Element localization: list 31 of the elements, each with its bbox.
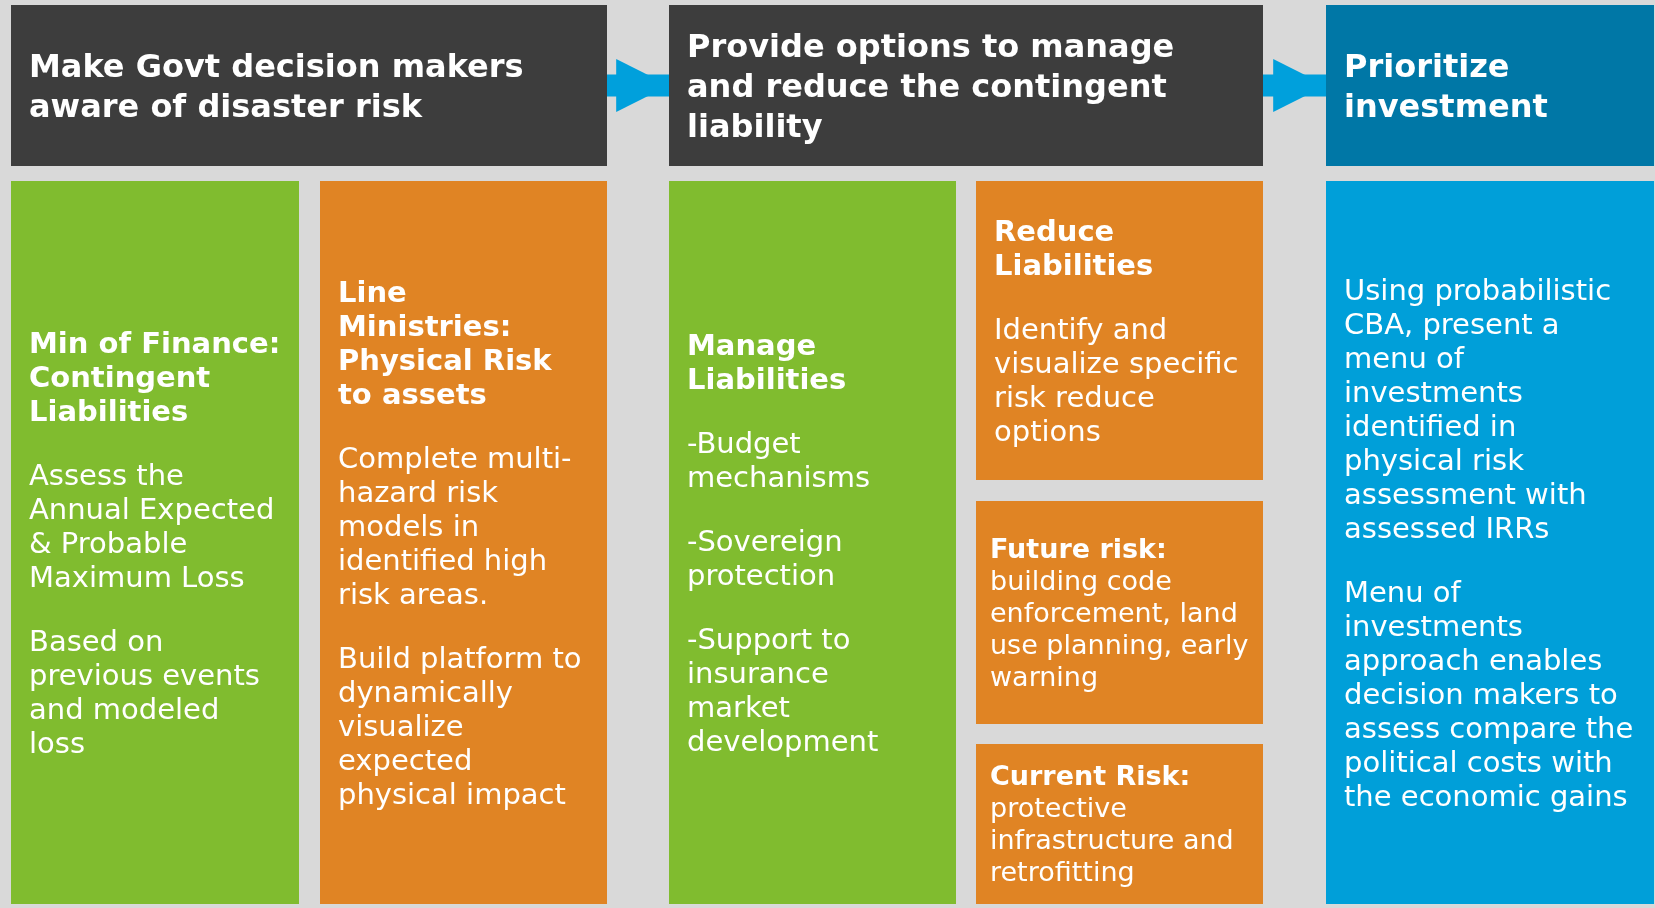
content-box [320,181,607,904]
content-box [11,181,299,904]
arrow [1263,59,1326,112]
box-heading: Min of Finance: Contingent Liabilities [29,325,281,428]
body-text: Current Risk: protective infrastructure and retrofitting [990,760,1235,888]
body-text: -Support to insurance market development [687,621,880,758]
header-text: Make Govt decision makers aware of disaster risk [29,45,525,126]
body-text: Complete multi-hazard risk models in identified high risk areas. [338,440,573,611]
body-text: Assess the Annual Expected & Probable Maximum Loss [29,457,276,594]
content-box [976,501,1263,724]
header-text: Prioritize investment [1344,45,1549,126]
content-box [976,181,1263,480]
box-heading: Line Ministries: Physical Risk to assets [338,274,553,411]
content-box [1326,181,1654,904]
box-heading: Reduce Liabilities [994,213,1155,282]
body-text: Based on previous events and modeled loss [29,623,261,760]
header-box [1326,5,1654,166]
body-text: -Budget mechanisms [687,425,872,494]
header-text: Provide options to manage and reduce the contingent liability [687,25,1176,146]
arrow [607,59,669,112]
content-box [976,744,1263,904]
header-box [11,5,607,166]
body-text: Identify and visualize specific risk reduce options [994,311,1240,448]
body-text: -Sovereign protection [687,523,844,592]
box-heading: Manage Liabilities [687,327,848,396]
content-box [669,181,956,904]
body-text: Using probabilistic CBA, present a menu of investments identified in physical risk assessment with assessed IRRs [1344,272,1613,545]
header-box [669,5,1263,166]
body-text: Build platform to dynamically visualize expected physical impact [338,640,583,811]
body-text: Menu of investments approach enables decision makers to assess compare the political costs with the economic gains [1344,574,1635,813]
body-text: Future risk: building code enforcement, land use planning, early warning [990,532,1249,693]
